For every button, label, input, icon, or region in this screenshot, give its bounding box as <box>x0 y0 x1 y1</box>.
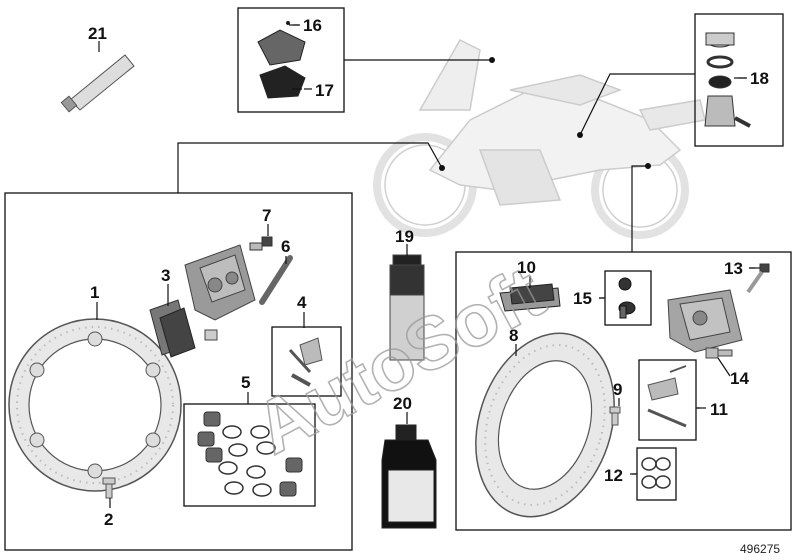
callout-3: 3 <box>161 266 170 285</box>
rear-seal-set-box <box>636 447 677 501</box>
callout-4: 4 <box>297 293 307 312</box>
front-retainer-kit-box <box>271 326 342 397</box>
front-piston-set-box <box>183 403 316 507</box>
rear-retainer-kit <box>647 365 687 428</box>
callout-10: 10 <box>517 258 536 277</box>
callout-13: 13 <box>724 259 743 278</box>
rear-brake-frame <box>455 251 792 531</box>
callout-5: 5 <box>241 373 250 392</box>
callout-12: 12 <box>604 466 623 485</box>
rear-frame-connector <box>631 165 648 252</box>
callout-16: 16 <box>303 16 322 35</box>
rear-brake-pads <box>499 283 561 312</box>
grease-tube <box>60 54 135 113</box>
callout-20: 20 <box>393 394 412 413</box>
rear-bolt <box>705 347 733 359</box>
callout-19: 19 <box>395 227 414 246</box>
callout-17: 17 <box>315 81 334 100</box>
callout-6: 6 <box>281 237 290 256</box>
disc-screw-front <box>102 477 116 499</box>
callout-8: 8 <box>509 326 518 345</box>
front-brake-disc <box>8 318 182 492</box>
reference-number: 496275 <box>740 542 780 556</box>
callout-15: 15 <box>573 289 592 308</box>
callout-14: 14 <box>730 369 749 388</box>
front-frame-connector <box>177 142 443 193</box>
spray-can <box>389 254 425 361</box>
callouts: 1 2 3 4 5 6 7 8 9 10 11 12 13 14 15 16 1… <box>88 16 769 529</box>
callout-7: 7 <box>262 206 271 225</box>
front-pin <box>259 255 293 305</box>
master-cylinder-frame <box>694 13 784 147</box>
motorcycle-illustration <box>373 39 706 239</box>
attachment-dots <box>439 57 651 171</box>
cap-and-valve <box>618 277 636 319</box>
front-caliper <box>184 244 256 341</box>
front-bleed-valve <box>249 236 273 251</box>
front-piston-set <box>197 411 303 497</box>
callout-1: 1 <box>90 283 99 302</box>
callout-18: 18 <box>750 69 769 88</box>
rear-brake-disc <box>475 332 615 518</box>
rear-caliper <box>667 289 743 353</box>
front-brake-pad <box>149 299 196 358</box>
callout-11: 11 <box>710 400 728 419</box>
cylinder-frame-connector <box>579 73 695 136</box>
master-cylinder <box>704 32 751 128</box>
callout-2: 2 <box>104 510 113 529</box>
rear-retainer-kit-box <box>638 359 697 441</box>
disc-screw-rear <box>609 406 621 426</box>
front-retainer-kit <box>288 337 323 387</box>
leader-lines <box>96 24 760 508</box>
callout-21: 21 <box>88 24 107 43</box>
callout-dashes <box>293 24 755 475</box>
callout-9: 9 <box>613 380 622 399</box>
rear-seal-set <box>641 457 671 489</box>
reservoir-cover <box>257 21 306 99</box>
brake-fluid-bottle <box>381 424 437 529</box>
